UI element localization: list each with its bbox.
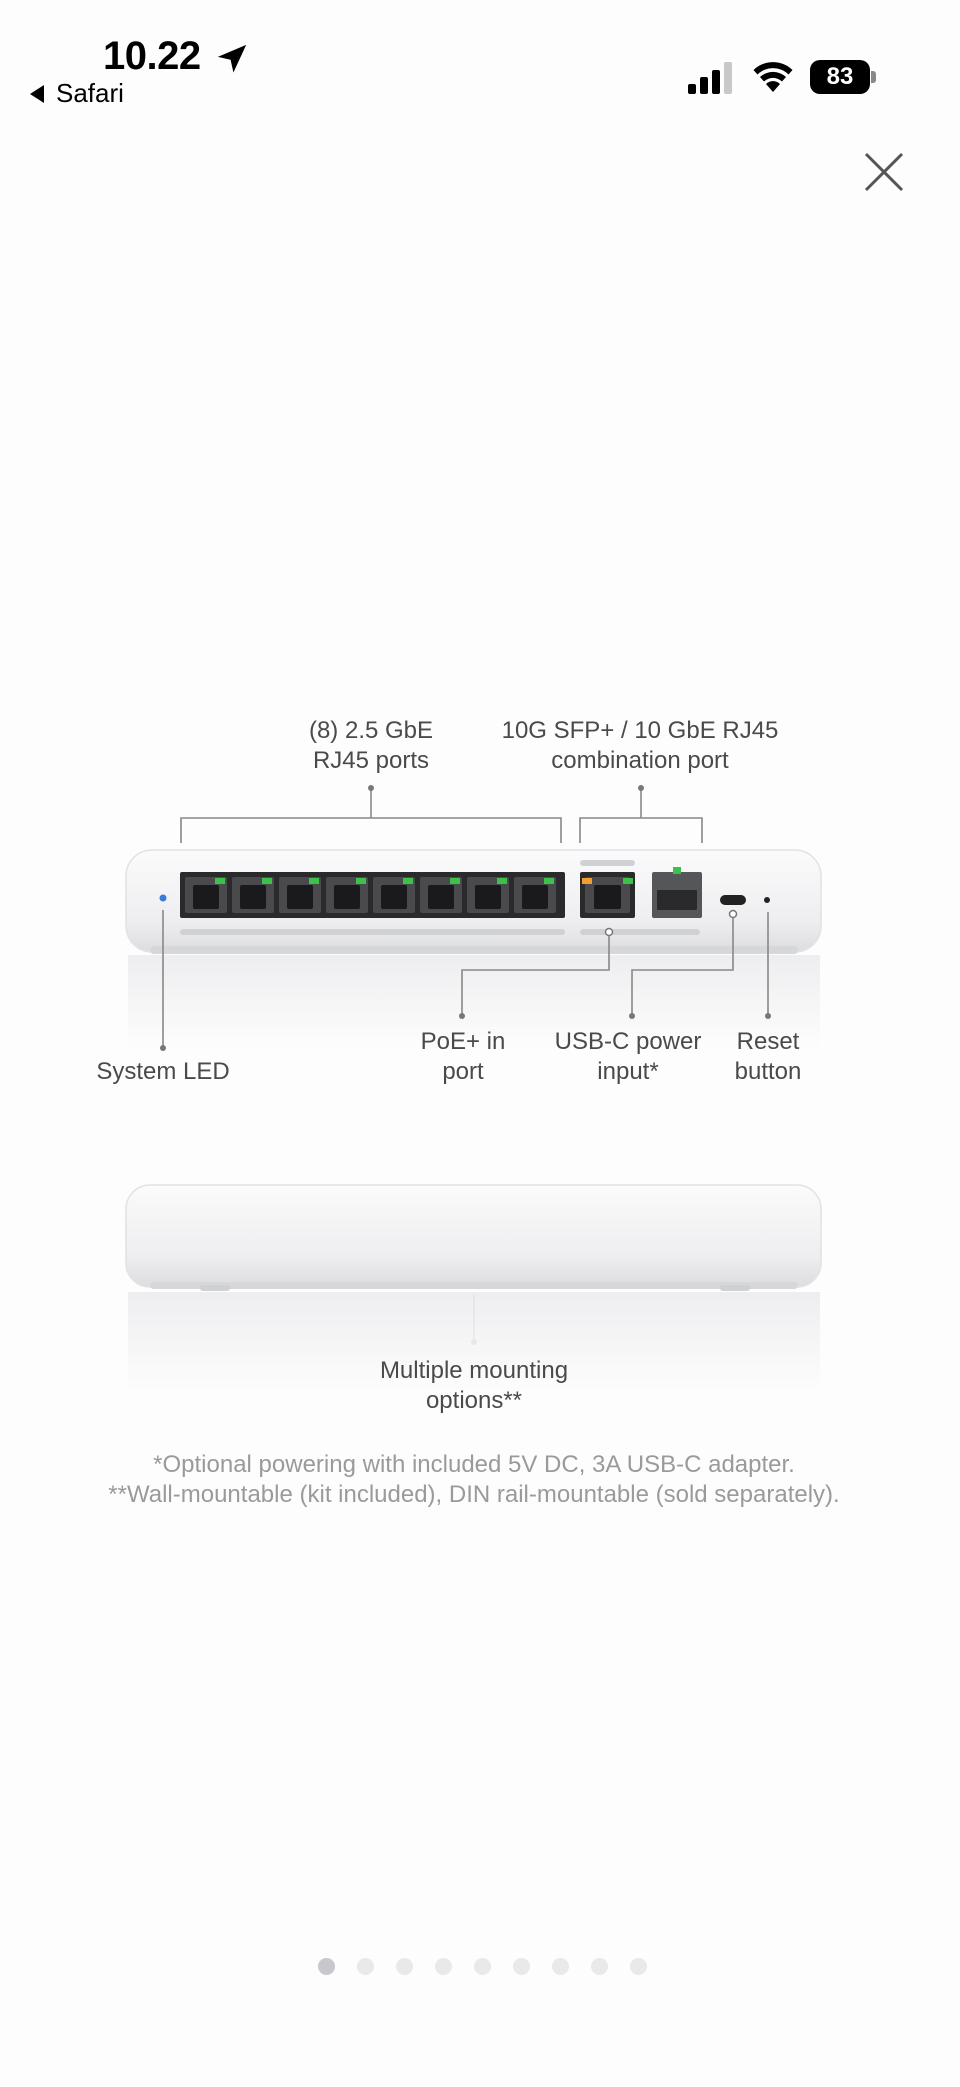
pager-dot-4[interactable] xyxy=(435,1958,452,1975)
poe-port-label: PoE+ in port xyxy=(398,1027,528,1087)
usb-c-port xyxy=(720,895,746,905)
usbc-power-label: USB-C power input* xyxy=(543,1027,713,1087)
switch-front-view xyxy=(126,850,821,954)
pager-dot-8[interactable] xyxy=(591,1958,608,1975)
product-diagram xyxy=(0,0,960,1560)
switch-side-view xyxy=(126,1185,821,1291)
combo-port-label: 10G SFP+ / 10 GbE RJ45 combination port xyxy=(480,716,800,776)
mounting-options-label: Multiple mounting options** xyxy=(354,1356,594,1416)
pager-dot-7[interactable] xyxy=(552,1958,569,1975)
pager-dot-3[interactable] xyxy=(396,1958,413,1975)
footnote-power: *Optional powering with included 5V DC, … xyxy=(60,1450,888,1480)
pager-dot-9[interactable] xyxy=(630,1958,647,1975)
reset-button-label: Reset button xyxy=(716,1027,820,1087)
pager-dot-5[interactable] xyxy=(474,1958,491,1975)
system-led-label: System LED xyxy=(73,1057,253,1087)
reset-pinhole xyxy=(764,897,770,903)
pager-dot-1[interactable] xyxy=(318,1958,335,1975)
footnote-mounting: **Wall-mountable (kit included), DIN rai… xyxy=(60,1480,888,1510)
rj45-ports-label: (8) 2.5 GbE RJ45 ports xyxy=(271,716,471,776)
system-led xyxy=(160,895,167,902)
pager-dot-2[interactable] xyxy=(357,1958,374,1975)
pager-dot-6[interactable] xyxy=(513,1958,530,1975)
image-pager xyxy=(318,1958,647,1975)
